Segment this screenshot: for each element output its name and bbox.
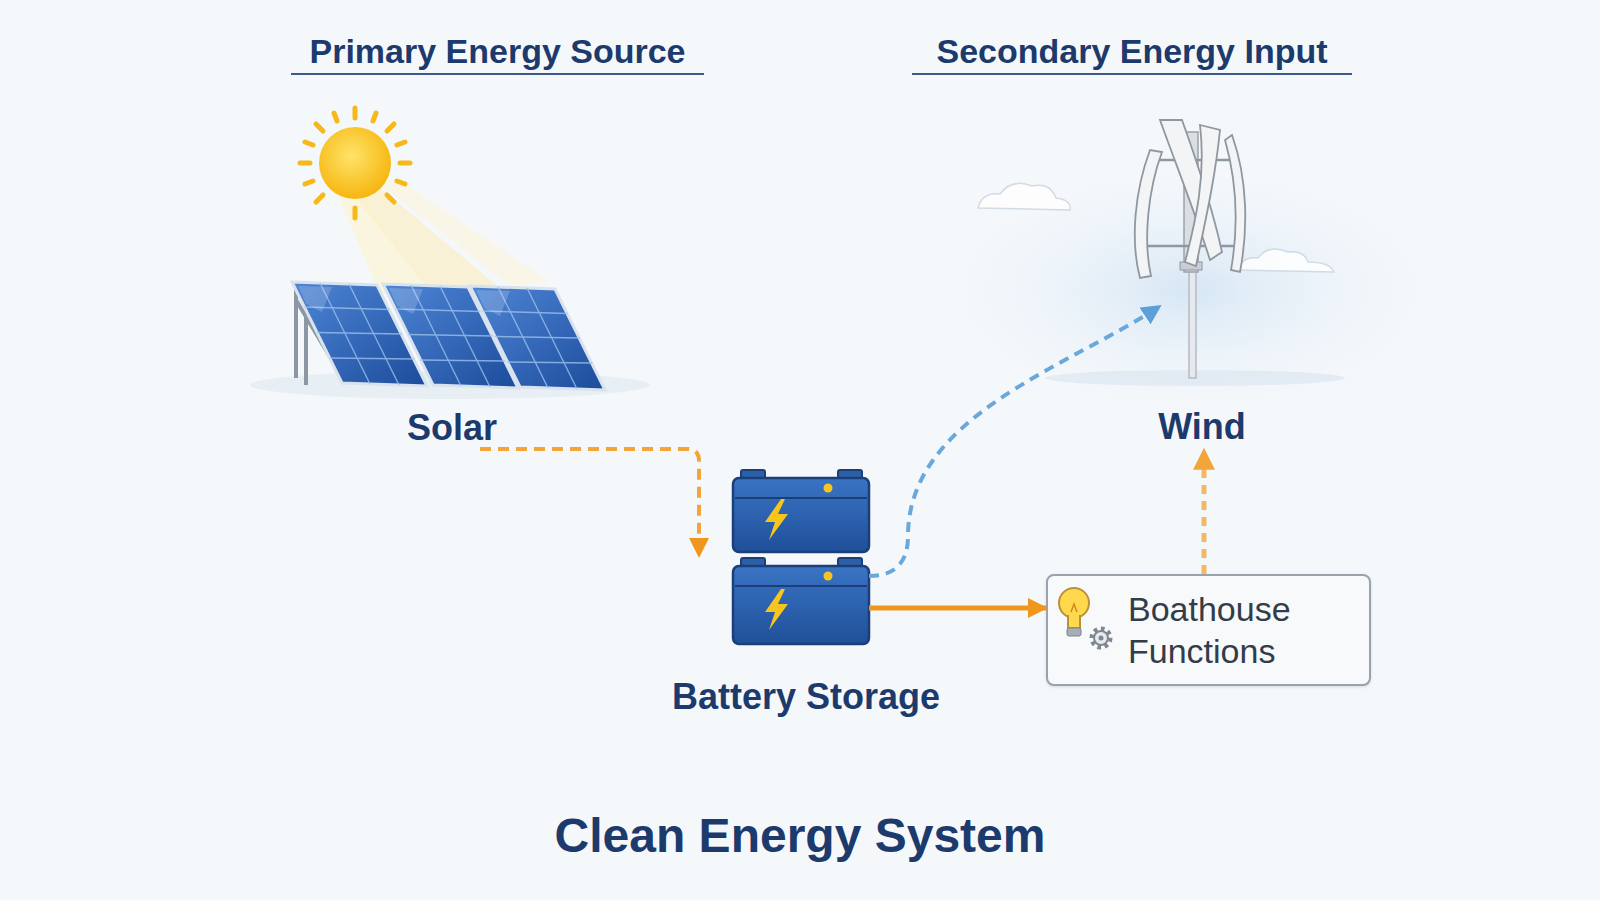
- battery-node: Battery Storage: [699, 465, 869, 715]
- battery-icon: [733, 470, 869, 644]
- cloud: [978, 183, 1334, 272]
- box-label: Boathouse Functions: [1128, 588, 1343, 672]
- node-label: Battery Storage: [672, 677, 940, 717]
- wind-node: Wind: [1160, 115, 1245, 450]
- section-heading: Primary Energy Source: [291, 29, 704, 75]
- solar-panels: [292, 282, 605, 390]
- solar-node: Solar: [290, 270, 610, 449]
- connector-arrow: [869, 606, 1046, 611]
- process-box: Boathouse Functions: [1046, 574, 1371, 686]
- connector-arrow: [1202, 450, 1207, 574]
- wind-turbine: [1135, 120, 1245, 378]
- connector-arrow: [869, 306, 1160, 576]
- connector-arrow: [480, 449, 699, 556]
- node-label: Wind: [1158, 407, 1246, 447]
- node-label: Solar: [407, 408, 497, 448]
- sun-icon: [300, 108, 550, 294]
- diagram-title: Clean Energy System: [0, 808, 1600, 864]
- section-heading: Secondary Energy Input: [912, 29, 1352, 75]
